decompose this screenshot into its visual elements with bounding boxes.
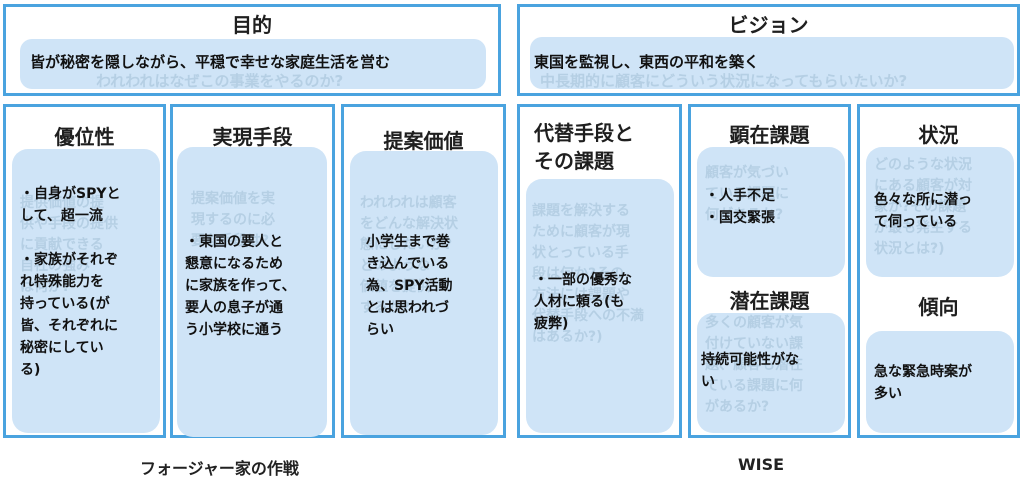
- purpose-title: 目的: [232, 13, 272, 37]
- purpose-panel: 目的 皆が秘密を隠しながら、平穏で幸せな家庭生活を営む われわれはなぜこの事業を…: [3, 4, 501, 96]
- advantage-ghost-text: 提供価値の提 供や手段の提供 に貢献できる 自社の強み は何か?: [20, 195, 118, 295]
- value-bubble: [350, 151, 498, 435]
- purpose-ghost-text: われわれはなぜこの事業をやるのか?: [96, 72, 344, 90]
- value-title: 提案価値: [383, 129, 464, 153]
- alternatives-bubble: [526, 179, 674, 433]
- issues-panel: 顕在課題 顧客が気づい ている課題に 何があるか? ・人手不足 ・国交緊張 潜在…: [688, 104, 851, 438]
- tendency-title: 傾向: [918, 295, 959, 319]
- vision-bubble: [530, 37, 1014, 89]
- situation-title: 状況: [918, 123, 959, 147]
- purpose-bubble: [20, 39, 486, 89]
- tendency-text: 急な緊急時案が 多い: [874, 364, 972, 402]
- footer-right-label: WISE: [738, 455, 785, 474]
- situation-ghost-text: どのような状況 にある顧客が対 象か?その課題 が最も発生する 状況とは?): [874, 157, 972, 257]
- value-text: 小学生まで巻 き込んでいる 為、SPY活動 とは思われづ らい: [366, 234, 453, 338]
- explicit-issue-bubble: [697, 147, 845, 277]
- explicit-issue-text: ・人手不足 ・国交緊張: [705, 188, 775, 226]
- latent-issue-ghost-text: 多くの顧客が気 付けていない課 題、顧客も潜在 ている課題に何 があるか?: [705, 315, 803, 415]
- situation-text: 色々な所に潜っ て伺っている: [874, 192, 972, 230]
- footer-left-label: フォージャー家の作戦: [140, 459, 299, 478]
- vision-panel: ビジョン 東国を監視し、東西の平和を築く 中長期的に顧客にどういう状況になっても…: [517, 4, 1020, 96]
- means-text: ・東国の要人と 懇意になるため に家族を作って、 要人の息子が通 う小学校に通う: [185, 234, 296, 338]
- situation-panel: 状況 どのような状況 にある顧客が対 象か?その課題 が最も発生する 状況とは?…: [857, 104, 1020, 438]
- advantage-title: 優位性: [54, 125, 115, 149]
- means-bubble: [177, 147, 327, 437]
- latent-issue-text: 持続可能性がな い: [701, 352, 799, 390]
- alternatives-text: ・一部の優秀な 人材に頼る(も 疲弊): [534, 272, 632, 332]
- advantage-bubble: [12, 149, 160, 433]
- advantage-panel: 優位性 提供価値の提 供や手段の提供 に貢献できる 自社の強み は何か? ・自身…: [3, 104, 166, 438]
- alternatives-ghost-text: 課題を解決する ために顧客が現 状とっている手 段は何か?その 方法には課題や …: [532, 203, 644, 345]
- purpose-text: 皆が秘密を隠しながら、平穏で幸せな家庭生活を営む: [30, 53, 391, 71]
- vision-title: ビジョン: [728, 13, 809, 37]
- means-panel: 実現手段 提案価値を実 現するのに必 要な手段は? ・東国の要人と 懇意になるた…: [170, 104, 335, 438]
- means-title: 実現手段: [212, 125, 293, 149]
- explicit-issue-ghost-text: 顧客が気づい ている課題に 何があるか?: [705, 165, 789, 223]
- latent-issue-title: 潜在課題: [729, 289, 810, 313]
- value-panel: 提案価値 われわれは顧客 をどんな解決状 態にしたいか? どのような 価値を提供…: [341, 104, 506, 438]
- means-ghost-text: 提案価値を実 現するのに必 要な手段は?: [191, 191, 275, 249]
- vision-ghost-text: 中長期的に顧客にどういう状況になってもらいたいか?: [540, 72, 908, 90]
- latent-issue-bubble: [697, 313, 845, 433]
- value-ghost-text: われわれは顧客 をどんな解決状 態にしたいか? どのような 価値を提供 するか?: [360, 195, 458, 316]
- alternatives-title: 代替手段と その課題: [534, 121, 634, 173]
- tendency-bubble: [866, 331, 1014, 433]
- vision-text: 東国を監視し、東西の平和を築く: [534, 53, 760, 71]
- explicit-issue-title: 顕在課題: [729, 123, 810, 147]
- situation-bubble: [866, 147, 1014, 277]
- alternatives-panel: 代替手段と その課題 課題を解決する ために顧客が現 状とっている手 段は何か?…: [517, 104, 682, 438]
- advantage-text: ・自身がSPYと して、超一流 ・家族がそれぞ れ特殊能力を 持っている(が 皆…: [20, 186, 121, 378]
